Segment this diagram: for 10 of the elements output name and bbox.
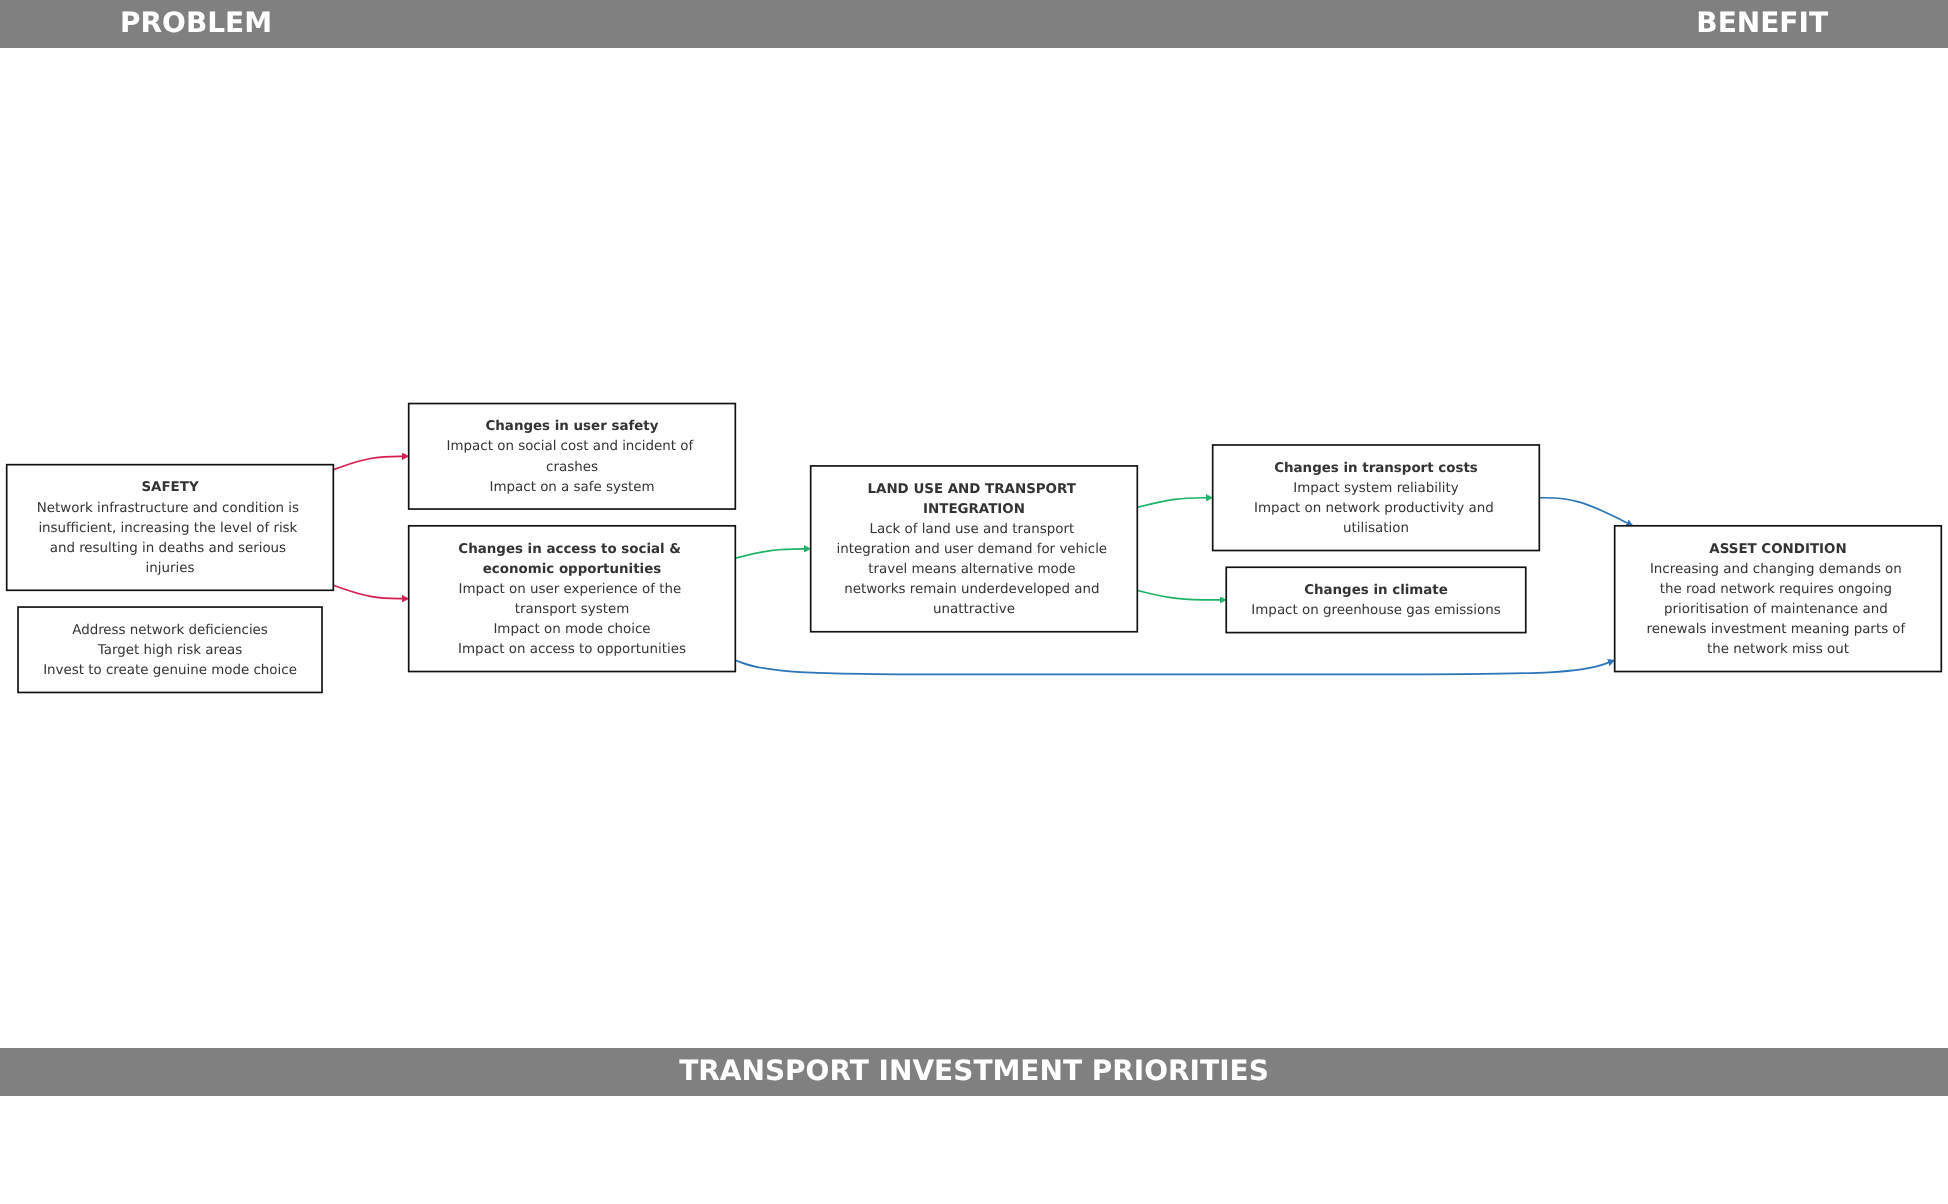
section-heading: TRANSPORT INVESTMENT PRIORITIES [679,1056,1269,1088]
arrow [734,659,1615,676]
arrow [332,452,410,471]
section-heading: PROBLEM [120,8,273,40]
arrow [332,584,410,603]
arrow [1136,494,1213,509]
arrow [734,545,811,559]
arrow [1538,496,1634,527]
section-heading: BENEFIT [1696,8,1828,40]
arrow [1136,589,1227,604]
